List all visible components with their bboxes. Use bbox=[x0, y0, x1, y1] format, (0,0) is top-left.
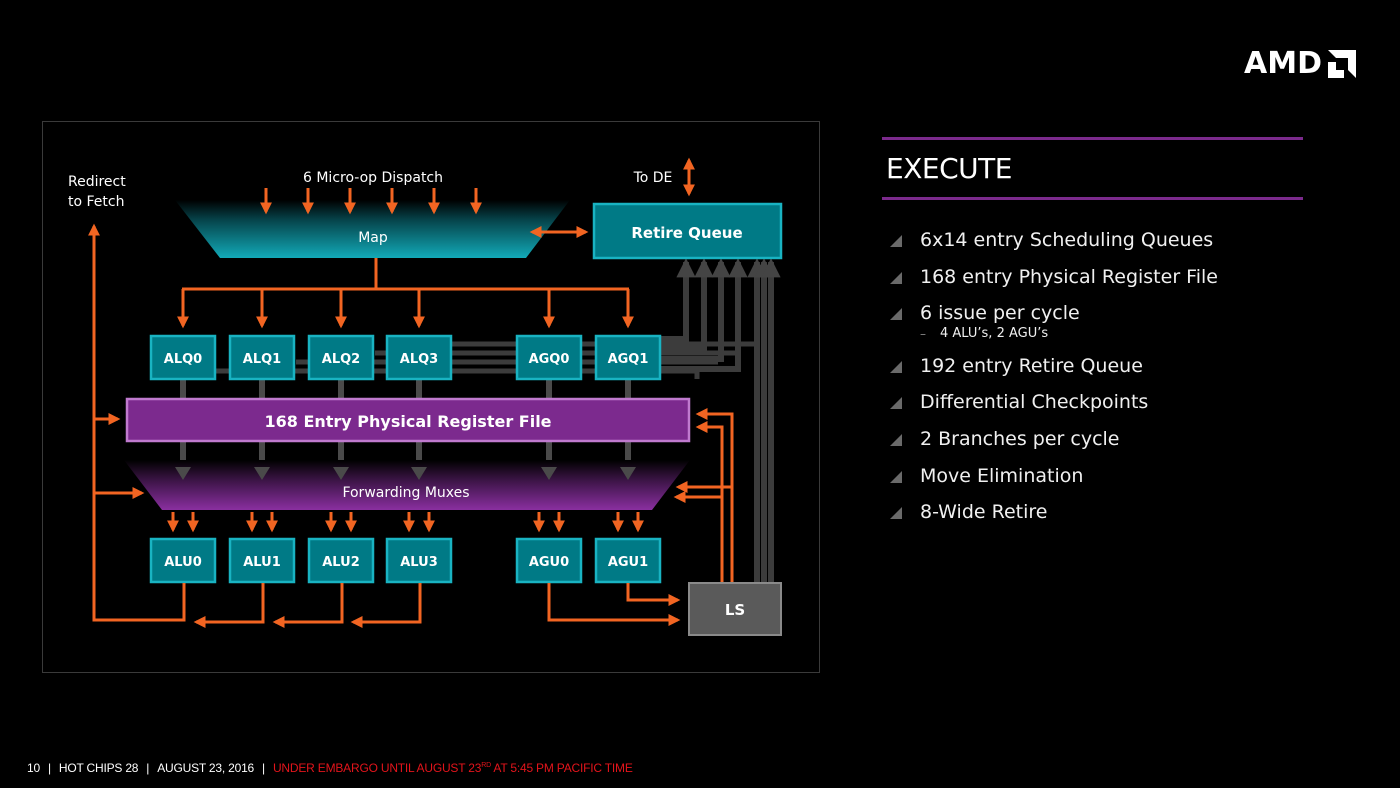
amd-arrow-logo-icon bbox=[1327, 50, 1356, 78]
event-date: AUGUST 23, 2016 bbox=[157, 761, 255, 775]
agu-to-ls-arrows bbox=[547, 583, 681, 626]
feature-list: 6x14 entry Scheduling Queues 168 entry Ph… bbox=[888, 226, 1218, 535]
execution-unit-agu1 bbox=[594, 537, 662, 584]
scheduler-queue-alq2 bbox=[307, 334, 375, 381]
map-block bbox=[175, 200, 570, 258]
map-to-scheduler-arrows bbox=[177, 258, 634, 329]
embargo-notice: UNDER EMBARGO UNTIL AUGUST 23RD AT 5:45 … bbox=[273, 761, 633, 775]
triangle-bullet-icon bbox=[890, 271, 902, 284]
triangle-bullet-icon bbox=[890, 235, 902, 247]
dispatch-label: 6 Micro-op Dispatch bbox=[303, 170, 443, 186]
regfile-read-arrowhead bbox=[411, 467, 427, 480]
scheduler-queue-label: ALQ2 bbox=[322, 352, 360, 367]
bullet-text: 6x14 entry Scheduling Queues bbox=[920, 229, 1214, 251]
execution-unit-label: ALU0 bbox=[164, 555, 201, 570]
regfile-read-arrowhead bbox=[333, 467, 349, 480]
retire-bus bbox=[661, 258, 781, 583]
execution-units: ALU0 ALU1 ALU2 ALU3 AGU0 AGU1 bbox=[149, 537, 662, 584]
execution-unit-alu1 bbox=[228, 537, 296, 584]
triangle-bullet-icon bbox=[890, 308, 902, 321]
scheduler-queue-agq0 bbox=[515, 334, 583, 381]
execution-unit-label: ALU2 bbox=[322, 555, 359, 570]
feature-bullet: 168 entry Physical Register File bbox=[888, 263, 1218, 300]
triangle-bullet-icon bbox=[890, 507, 902, 520]
bullet-text: 2 Branches per cycle bbox=[920, 427, 1120, 450]
execution-unit-alu2 bbox=[307, 537, 375, 584]
triangle-bullet-icon bbox=[890, 470, 902, 483]
embargo-superscript: RD bbox=[481, 762, 491, 769]
bullet-text: 4 ALU’s, 2 AGU’s bbox=[940, 325, 1049, 341]
load-store-label: LS bbox=[725, 601, 745, 619]
mux-to-exec-arrows bbox=[167, 512, 644, 533]
register-file-label: 168 Entry Physical Register File bbox=[264, 412, 551, 431]
slide-footer: 10|HOT CHIPS 28|AUGUST 23, 2016|UNDER EM… bbox=[27, 761, 633, 775]
panel-title: EXECUTE bbox=[886, 152, 1012, 185]
scheduler-queue-label: ALQ0 bbox=[164, 352, 202, 367]
dispatch-arrows bbox=[260, 188, 482, 215]
scheduler-queue-label: AGQ0 bbox=[529, 352, 570, 367]
feature-bullet: 192 entry Retire Queue bbox=[888, 352, 1218, 389]
register-file-block bbox=[125, 397, 691, 443]
regfile-read-arrowhead bbox=[175, 467, 191, 480]
execution-unit-label: ALU3 bbox=[400, 555, 437, 570]
scheduler-queue-label: AGQ1 bbox=[608, 352, 649, 367]
scheduler-queue-alq1 bbox=[228, 334, 296, 381]
event-name: HOT CHIPS 28 bbox=[58, 761, 139, 775]
bullet-text: 6 issue per cycle bbox=[920, 302, 1080, 325]
regfile-read-arrowhead bbox=[620, 467, 636, 480]
execution-unit-agu0 bbox=[515, 537, 583, 584]
triangle-bullet-icon bbox=[890, 433, 902, 446]
feature-bullet: 6x14 entry Scheduling Queues bbox=[888, 226, 1218, 263]
dash-bullet-icon: – bbox=[920, 326, 926, 341]
scheduler-queue-alq0 bbox=[149, 334, 217, 381]
redirect-label-line1: Redirect bbox=[68, 174, 126, 190]
feature-bullet: Move Elimination bbox=[888, 462, 1218, 499]
to-de-label: To DE bbox=[633, 170, 673, 186]
execution-unit-label: AGU0 bbox=[529, 555, 569, 570]
scheduler-queues: ALQ0 ALQ1 ALQ2 ALQ3 AGQ0 AGQ1 bbox=[149, 334, 662, 381]
bullet-text: 8-Wide Retire bbox=[920, 501, 1048, 524]
map-label: Map bbox=[358, 230, 388, 246]
scheduler-queue-alq3 bbox=[385, 334, 453, 381]
retire-queue-label: Retire Queue bbox=[631, 224, 742, 242]
bullet-text: 192 entry Retire Queue bbox=[920, 354, 1143, 377]
feature-bullet: 6 issue per cycle bbox=[888, 299, 1218, 336]
ls-writeback-arrows bbox=[673, 408, 734, 582]
regfile-read-arrowhead bbox=[254, 467, 270, 480]
title-top-rule bbox=[882, 137, 1303, 140]
forwarding-muxes-label: Forwarding Muxes bbox=[342, 485, 469, 501]
execution-unit-label: ALU1 bbox=[243, 555, 280, 570]
page-number: 10 bbox=[27, 761, 40, 775]
feature-sub-bullet: –4 ALU’s, 2 AGU’s bbox=[888, 325, 1218, 352]
amd-logo: AMD bbox=[1244, 46, 1356, 81]
embargo-suffix: AT 5:45 PM PACIFIC TIME bbox=[490, 761, 633, 775]
execution-unit-label: AGU1 bbox=[608, 555, 648, 570]
redirect-label-line2: to Fetch bbox=[68, 194, 124, 210]
scheduler-queue-label: ALQ1 bbox=[243, 352, 281, 367]
retire-queue-block bbox=[592, 202, 783, 260]
title-bottom-rule bbox=[882, 197, 1303, 200]
regfile-read-arrowheads bbox=[175, 467, 636, 480]
triangle-bullet-icon bbox=[890, 397, 902, 410]
bullet-text: Differential Checkpoints bbox=[920, 391, 1149, 414]
bullet-text: 168 entry Physical Register File bbox=[920, 265, 1218, 288]
execution-unit-alu0 bbox=[149, 537, 217, 584]
bullet-text: Move Elimination bbox=[920, 464, 1084, 487]
embargo-prefix: UNDER EMBARGO UNTIL AUGUST 23 bbox=[272, 761, 482, 775]
feature-bullet: 2 Branches per cycle bbox=[888, 425, 1218, 462]
triangle-bullet-icon bbox=[890, 360, 902, 373]
alu-result-bus bbox=[88, 223, 422, 628]
amd-logo-text: AMD bbox=[1244, 46, 1322, 81]
execution-unit-alu3 bbox=[385, 537, 453, 584]
load-store-block bbox=[688, 582, 782, 636]
scheduler-queue-agq1 bbox=[594, 334, 662, 381]
regfile-read-arrowhead bbox=[541, 467, 557, 480]
feature-bullet: 8-Wide Retire bbox=[888, 498, 1218, 535]
scheduler-queue-label: ALQ3 bbox=[400, 352, 438, 367]
feature-bullet: Differential Checkpoints bbox=[888, 388, 1218, 425]
execute-block-diagram bbox=[42, 121, 820, 673]
